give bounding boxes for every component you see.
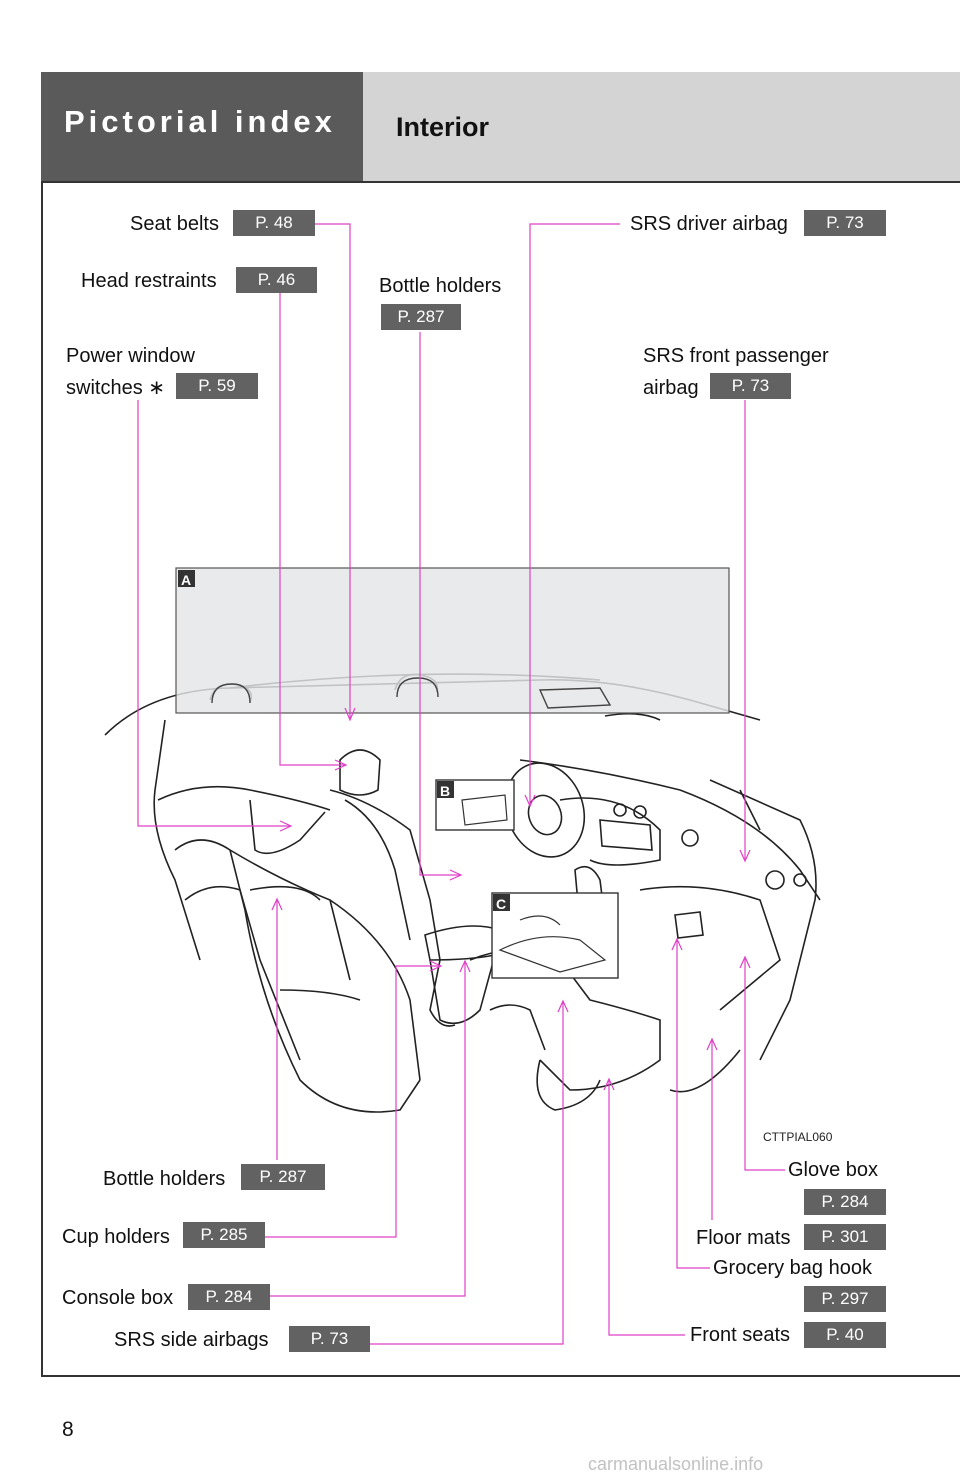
leader-lines xyxy=(137,223,785,1345)
panel-c-marker xyxy=(493,894,510,911)
floor-mats-page-badge[interactable]: P. 301 xyxy=(804,1224,886,1250)
power-window-label-line2: switches ∗ xyxy=(66,377,166,399)
bottle-holders-bottom-page-badge[interactable]: P. 287 xyxy=(241,1164,325,1190)
subsection-title: Interior xyxy=(396,112,490,142)
grocery-bag-hook-label: Grocery bag hook xyxy=(713,1257,872,1279)
panel-b-marker xyxy=(437,781,454,798)
cup-holders-page-badge[interactable]: P. 285 xyxy=(183,1222,265,1248)
grocery-bag-hook-page-badge[interactable]: P. 297 xyxy=(804,1286,886,1312)
front-seats-page-badge[interactable]: P. 40 xyxy=(804,1322,886,1348)
panel-b-letter: B xyxy=(440,783,450,799)
front-seats-label: Front seats xyxy=(690,1324,791,1346)
watermark: carmanualsonline.info xyxy=(588,1454,764,1474)
bottle-holders-top-page-badge[interactable]: P. 287 xyxy=(381,304,461,330)
console-box-label: Console box xyxy=(62,1287,174,1309)
bottle-holders-top-label: Bottle holders xyxy=(379,275,502,297)
srs-front-passenger-label-line1: SRS front passenger xyxy=(643,345,829,367)
srs-side-airbags-page-badge[interactable]: P. 73 xyxy=(289,1326,370,1352)
section-tab xyxy=(41,72,363,182)
seat-belts-page-badge[interactable]: P. 48 xyxy=(233,210,315,236)
srs-front-passenger-page-badge[interactable]: P. 73 xyxy=(710,373,791,399)
page-number: 8 xyxy=(62,1418,74,1441)
srs-driver-airbag-label: SRS driver airbag xyxy=(630,213,788,235)
cup-holders-label: Cup holders xyxy=(62,1226,170,1248)
glove-box-label: Glove box xyxy=(788,1159,879,1181)
car-interior-lineart xyxy=(104,673,821,1113)
seat-belts-label: Seat belts xyxy=(130,213,219,235)
bottle-holders-bottom-label: Bottle holders xyxy=(103,1168,226,1190)
header-divider xyxy=(41,181,960,183)
panel-c-letter: C xyxy=(496,896,506,912)
console-box-page-badge[interactable]: P. 284 xyxy=(188,1284,270,1310)
illustration-code: CTTPIAL060 xyxy=(763,1130,833,1144)
floor-mats-label: Floor mats xyxy=(696,1227,791,1249)
power-window-page-badge[interactable]: P. 59 xyxy=(176,373,258,399)
head-restraints-page-badge[interactable]: P. 46 xyxy=(236,267,317,293)
section-title: Pictorial index xyxy=(64,104,336,139)
glove-box-page-badge[interactable]: P. 284 xyxy=(804,1189,886,1215)
power-window-label-line1: Power window xyxy=(66,345,195,367)
subsection-bar xyxy=(363,72,960,182)
head-restraints-label: Head restraints xyxy=(81,270,217,292)
panel-a-box xyxy=(175,567,730,714)
panel-a-letter: A xyxy=(181,572,191,588)
srs-side-airbags-label: SRS side airbags xyxy=(114,1329,269,1351)
panel-c-box xyxy=(491,892,619,979)
srs-front-passenger-label-line2: airbag xyxy=(643,377,699,399)
srs-driver-airbag-page-badge[interactable]: P. 73 xyxy=(804,210,886,236)
panel-a-marker xyxy=(178,570,195,587)
